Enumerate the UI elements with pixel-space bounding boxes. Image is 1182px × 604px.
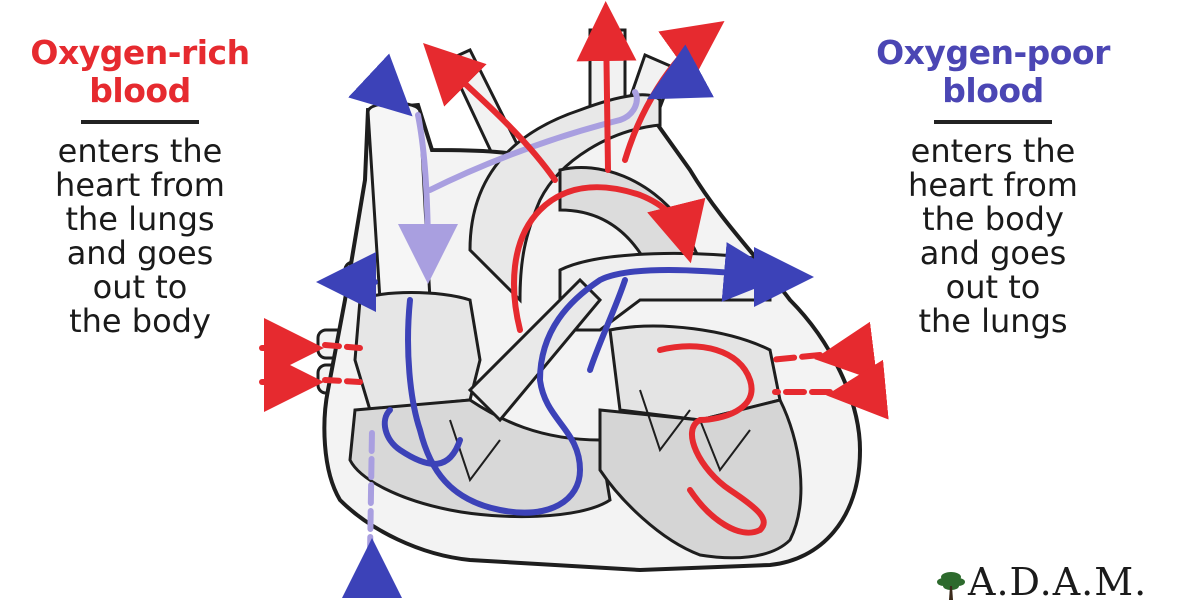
red-flow-carotid [606, 25, 608, 170]
blue-arrow-in-top-left [380, 86, 395, 100]
oxygen-poor-heading: Oxygen-poor blood [848, 34, 1138, 110]
oxygen-rich-heading: Oxygen-rich blood [0, 34, 285, 110]
red-arrow-in-right-lower [850, 390, 882, 393]
oxygen-rich-caption: Oxygen-rich blood enters the heart from … [0, 34, 285, 338]
divider [934, 120, 1052, 124]
divider [81, 120, 199, 124]
tree-logo-icon [934, 568, 968, 602]
brand-name: A.D.A.M. [968, 562, 1147, 602]
oxygen-poor-heading-line2: blood [848, 72, 1138, 110]
oxygen-rich-heading-line1: Oxygen-rich [0, 34, 285, 72]
right-atrium [355, 293, 480, 411]
oxygen-rich-description: enters the heart from the lungs and goes… [0, 134, 285, 338]
adam-logo: A.D.A.M. [934, 562, 1147, 602]
oxygen-poor-description: enters the heart from the body and goes … [848, 134, 1138, 338]
oxygen-poor-caption: Oxygen-poor blood enters the heart from … [848, 34, 1138, 338]
red-arrow-in-right-upper [838, 352, 870, 356]
ivc-flow [370, 430, 372, 555]
oxygen-poor-heading-line1: Oxygen-poor [848, 34, 1138, 72]
oxygen-rich-heading-line2: blood [0, 72, 285, 110]
